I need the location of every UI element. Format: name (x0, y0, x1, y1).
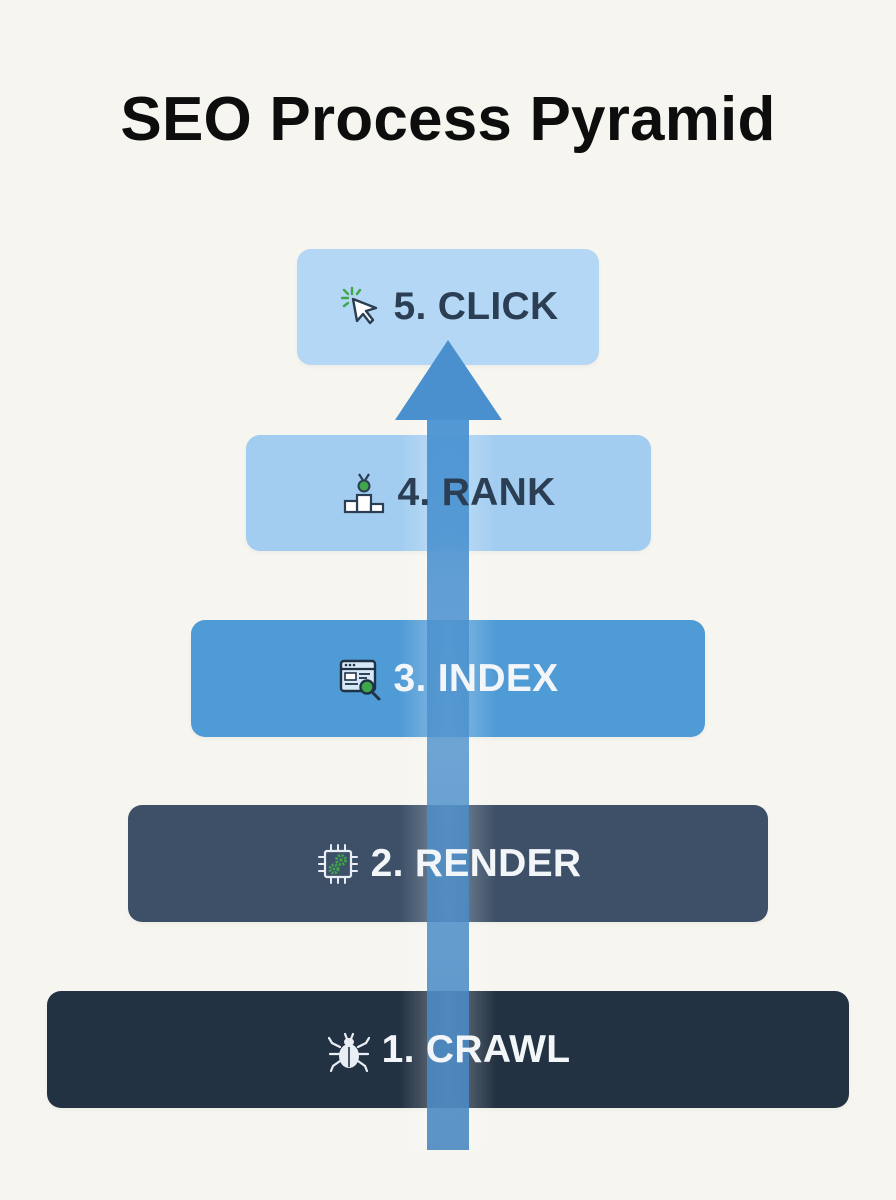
tier-crawl: 1. CRAWL (47, 991, 849, 1108)
tier-render-label: 2. RENDER (370, 841, 582, 885)
podium-medal-icon (341, 470, 387, 516)
browser-search-icon (338, 656, 384, 702)
cursor-click-icon (338, 284, 384, 330)
tier-index: 3. INDEX (191, 620, 705, 737)
diagram-title: SEO Process Pyramid (120, 85, 776, 154)
tier-render: 2. RENDER (128, 805, 768, 922)
chip-gears-icon (315, 841, 361, 887)
tier-click: 5. CLICK (297, 249, 599, 365)
tier-rank: 4. RANK (246, 435, 651, 551)
tier-rank-label: 4. RANK (397, 471, 556, 514)
tier-index-label: 3. INDEX (393, 656, 559, 700)
tier-click-label: 5. CLICK (393, 285, 559, 328)
tier-crawl-label: 1. CRAWL (381, 1027, 571, 1071)
bug-spider-icon (326, 1027, 372, 1073)
